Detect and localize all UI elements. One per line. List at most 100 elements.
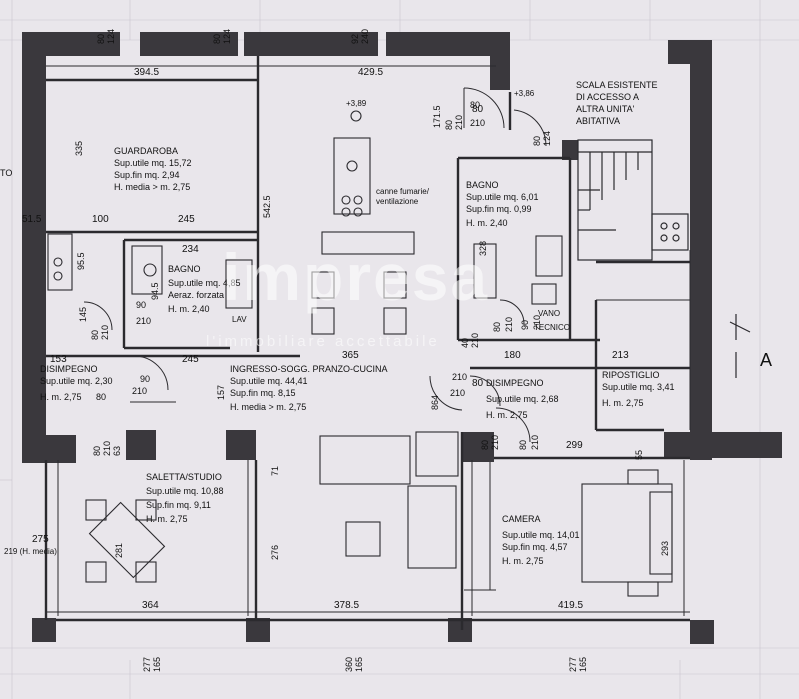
dim-v: 165 xyxy=(152,657,162,672)
dim-v: 293 xyxy=(660,541,670,556)
dim-v: 90 xyxy=(520,320,530,330)
dim-v: 281 xyxy=(114,543,124,558)
dim-v: 90 xyxy=(136,300,146,310)
dim-h: 51.5 xyxy=(22,214,42,225)
dim-v: 277 xyxy=(568,657,578,672)
dim-h: 429.5 xyxy=(358,67,383,78)
furniture xyxy=(47,110,673,597)
dim-h: 299 xyxy=(566,440,583,451)
dim-v: 210 xyxy=(504,317,514,332)
dim-h: 419.5 xyxy=(558,600,583,611)
dim-v: 864 xyxy=(430,395,440,410)
dim-v: 80 xyxy=(96,392,106,402)
partitions xyxy=(44,56,690,630)
dim-h: 378.5 xyxy=(334,600,359,611)
sofa xyxy=(319,435,411,485)
door-swings xyxy=(83,87,547,443)
cooktop xyxy=(333,137,371,215)
dim-h: 80 xyxy=(472,104,484,115)
dim-h: 365 xyxy=(342,350,359,361)
washbasin-bagno-2 xyxy=(473,243,497,299)
dim-v: 335 xyxy=(74,141,84,156)
washing-machine-cabinet xyxy=(47,233,73,291)
shower-bagno-2 xyxy=(535,235,563,277)
toilet-bagno-2 xyxy=(531,283,557,305)
chair xyxy=(85,499,107,521)
dim-v: 55 xyxy=(634,450,644,460)
dim-v: 80 xyxy=(470,100,480,110)
dim-v: 145 xyxy=(78,307,88,322)
dim-v: 40 xyxy=(460,338,470,348)
stool-3 xyxy=(383,271,407,299)
vertical-dimensions: 80 124 80 124 92 240 80 124 80 210 80 21… xyxy=(74,29,670,672)
dim-v: 210 xyxy=(532,315,542,330)
dim-v: 210 xyxy=(450,388,465,398)
dim-v: 80 xyxy=(90,330,100,340)
chair xyxy=(135,561,157,583)
dim-v: 240 xyxy=(360,29,370,44)
dim-v: 80 xyxy=(212,34,222,44)
dim-v: 360 xyxy=(344,657,354,672)
armchair xyxy=(407,485,457,569)
dim-v: 210 xyxy=(100,325,110,340)
kitchen-island xyxy=(321,231,415,255)
dim-v: 80 xyxy=(444,120,454,130)
dim-v: 165 xyxy=(578,657,588,672)
bed xyxy=(581,483,673,583)
dim-v: 95.5 xyxy=(76,252,86,270)
h-media-left: 219 (H. media) xyxy=(4,547,57,556)
dim-v: 210 xyxy=(136,316,151,326)
left-edge-text: TO xyxy=(0,168,12,178)
dim-v: 171.5 xyxy=(432,105,442,128)
dim-v: 80 xyxy=(92,446,102,456)
dim-v: 124 xyxy=(542,131,552,146)
walls xyxy=(22,32,782,644)
canne-fumarie-note: canne fumarie/ventilazione xyxy=(376,187,430,206)
dim-v: 210 xyxy=(454,115,464,130)
dim-v: 124 xyxy=(222,29,232,44)
dim-v: 157 xyxy=(216,385,226,400)
dim-h: 245 xyxy=(182,354,199,365)
dim-h: 275 xyxy=(32,534,49,545)
level-mark-1: +3,89 xyxy=(346,99,367,108)
chair xyxy=(85,561,107,583)
coffee-table xyxy=(345,521,381,557)
dim-v: 80 xyxy=(96,34,106,44)
watermark-brand: impresa xyxy=(222,240,489,314)
dim-h: 394.5 xyxy=(134,67,159,78)
dim-v: 90 xyxy=(140,374,150,384)
dim-v: 80 xyxy=(480,440,490,450)
stool-4 xyxy=(383,307,407,335)
section-mark: A xyxy=(760,350,772,370)
dim-v: 71 xyxy=(270,466,280,476)
dim-h: 153 xyxy=(50,354,67,365)
dim-v: 124 xyxy=(106,29,116,44)
dim-v: 210 xyxy=(490,435,500,450)
dim-v: 94.5 xyxy=(150,282,160,300)
stool-2 xyxy=(311,307,335,335)
dim-v: 80 xyxy=(518,440,528,450)
dim-v: 210 xyxy=(470,333,480,348)
dim-v: 165 xyxy=(354,657,364,672)
dim-v: 210 xyxy=(132,386,147,396)
dim-h: 245 xyxy=(178,214,195,225)
bathtub xyxy=(131,245,163,295)
dim-h: 180 xyxy=(504,350,521,361)
section-line xyxy=(729,314,751,378)
dim-v: 276 xyxy=(270,545,280,560)
dim-v: 210 xyxy=(470,118,485,128)
dim-h: 213 xyxy=(612,350,629,361)
